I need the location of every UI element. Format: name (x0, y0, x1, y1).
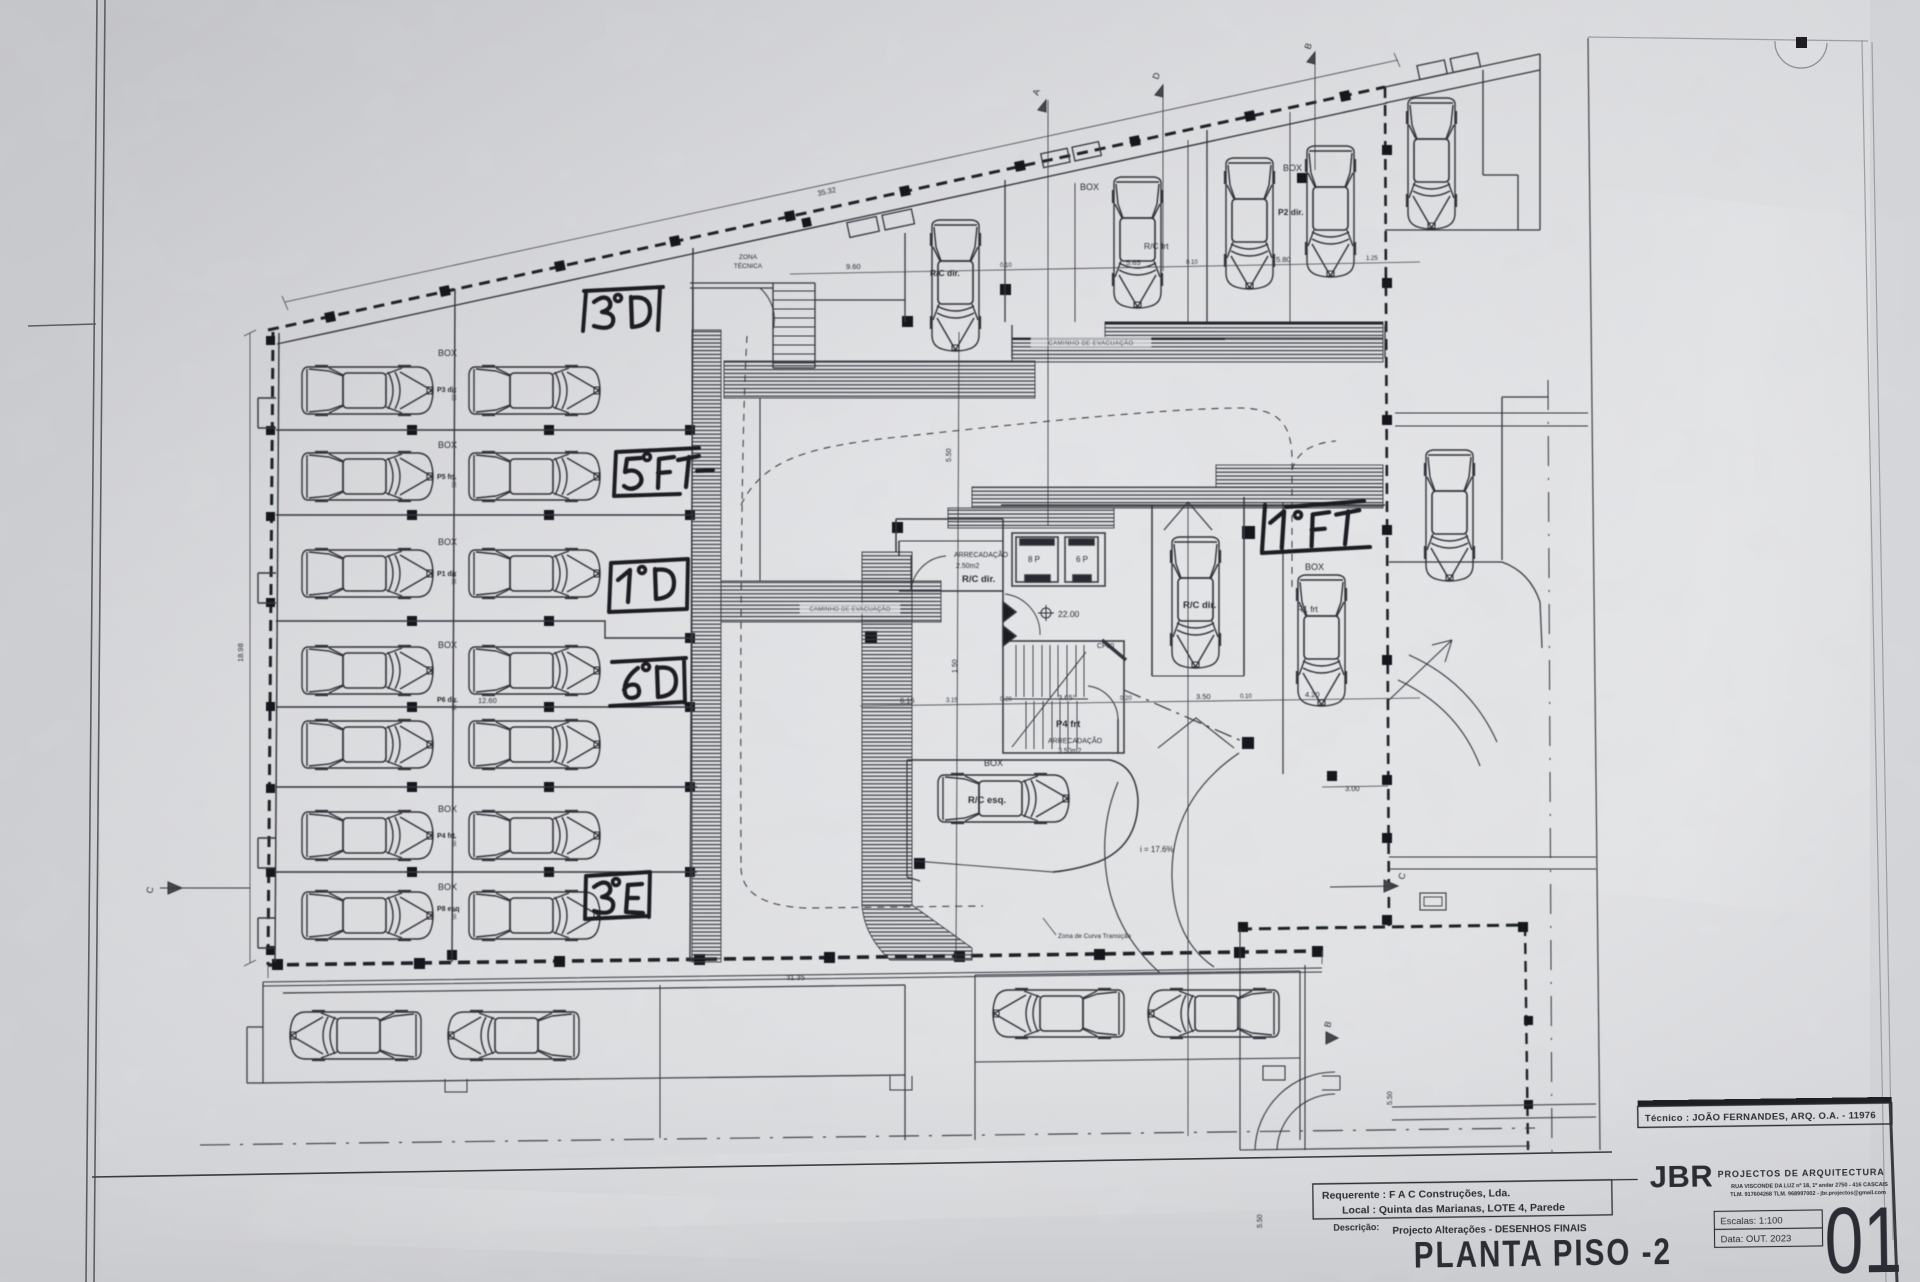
svg-text:6.15: 6.15 (900, 696, 915, 705)
svg-text:18.98: 18.98 (236, 643, 245, 662)
svg-text:Escalas: 1:100: Escalas: 1:100 (1720, 1215, 1782, 1227)
svg-text:ARRECADAÇÃO: ARRECADAÇÃO (1048, 736, 1103, 745)
svg-text:0.10: 0.10 (1000, 263, 1012, 269)
svg-text:BOX: BOX (1080, 182, 1099, 192)
svg-text:R/C dir.: R/C dir. (930, 268, 960, 278)
svg-text:Descrição:: Descrição: (1333, 1222, 1379, 1233)
svg-text:PLANTA PISO -2: PLANTA PISO -2 (1413, 1232, 1672, 1276)
svg-text:5.50: 5.50 (1257, 1214, 1264, 1228)
svg-text:0.20: 0.20 (1120, 696, 1132, 702)
svg-text:3.65°: 3.65° (1058, 693, 1076, 702)
svg-text:ARRECADAÇÃO: ARRECADAÇÃO (954, 550, 1009, 559)
svg-text:BOX: BOX (438, 882, 457, 892)
svg-text:0.10: 0.10 (1240, 694, 1252, 700)
svg-text:Data: OUT. 2023: Data: OUT. 2023 (1720, 1233, 1791, 1245)
svg-text:3.50: 3.50 (1196, 692, 1211, 701)
svg-text:P1 dir: P1 dir (437, 571, 457, 578)
svg-text:BOX: BOX (438, 348, 457, 358)
svg-text:3.05: 3.05 (450, 836, 456, 847)
svg-text:CAMINHO DE EVACUAÇÃO: CAMINHO DE EVACUAÇÃO (1048, 340, 1133, 347)
svg-text:PROJECTOS DE ARQUITECTURA: PROJECTOS DE ARQUITECTURA (1718, 1167, 1885, 1179)
svg-text:P5 frt: P5 frt (437, 474, 456, 481)
svg-text:ZONA: ZONA (739, 254, 758, 261)
svg-text:A: A (1030, 88, 1041, 97)
svg-text:C: C (144, 885, 155, 894)
svg-text:4.20: 4.20 (1305, 690, 1320, 699)
svg-text:R/C esq.: R/C esq. (968, 795, 1006, 806)
svg-text:1.50: 1.50 (952, 659, 959, 673)
svg-text:3.50m2: 3.50m2 (1058, 748, 1081, 755)
svg-text:Requerente : F A C Construçõe: Requerente : F A C Construções, Lda. (1322, 1187, 1510, 1202)
svg-text:3.05: 3.05 (450, 909, 456, 920)
svg-text:BOX: BOX (984, 758, 1003, 768)
svg-text:B: B (1302, 42, 1313, 51)
svg-text:0.10: 0.10 (1186, 260, 1198, 266)
svg-text:5.80: 5.80 (1276, 255, 1291, 264)
svg-text:3.05: 3.05 (450, 574, 456, 585)
svg-text:i = 17.6%: i = 17.6% (1140, 845, 1174, 854)
svg-text:P2 dir.: P2 dir. (1278, 207, 1304, 217)
svg-text:01: 01 (1824, 1187, 1903, 1282)
svg-text:3.15: 3.15 (946, 698, 958, 704)
svg-text:D: D (1150, 71, 1162, 81)
svg-text:R/C dir.: R/C dir. (1183, 600, 1216, 611)
svg-text:BOX: BOX (438, 804, 457, 814)
svg-text:22.00: 22.00 (1058, 609, 1080, 619)
svg-text:5.50: 5.50 (946, 448, 953, 462)
svg-text:31.35: 31.35 (786, 973, 805, 982)
svg-text:35.32: 35.32 (817, 185, 837, 198)
svg-text:RUA VISCONDE DA LUZ nº 18, 1º: RUA VISCONDE DA LUZ nº 18, 1º andar 2750… (1731, 1182, 1888, 1190)
svg-text:P6 dir.: P6 dir. (437, 697, 458, 704)
svg-text:6 P: 6 P (1076, 555, 1088, 564)
svg-text:BOX: BOX (438, 440, 457, 450)
svg-text:BOX: BOX (1283, 163, 1302, 173)
svg-text:8 P: 8 P (1028, 555, 1040, 564)
svg-text:9.60: 9.60 (846, 262, 861, 271)
svg-text:BOX: BOX (1305, 562, 1324, 572)
svg-text:CF60: CF60 (1097, 643, 1114, 650)
svg-text:CAMINHO DE EVACUAÇÃO: CAMINHO DE EVACUAÇÃO (809, 606, 890, 613)
svg-text:0.20: 0.20 (1000, 697, 1012, 703)
svg-text:R/C frt: R/C frt (1144, 241, 1169, 251)
svg-text:TÉCNICA: TÉCNICA (734, 261, 763, 270)
svg-text:3.05: 3.05 (450, 390, 456, 401)
svg-text:P8 esq: P8 esq (437, 906, 460, 913)
svg-text:Técnico : JOÃO FERNANDES, ARQ.: Técnico : JOÃO FERNANDES, ARQ. O.A. - 11… (1645, 1110, 1876, 1124)
svg-text:B: B (1322, 1020, 1333, 1028)
svg-text:Projecto Alterações - DESENHOS: Projecto Alterações - DESENHOS FINAIS (1392, 1223, 1587, 1237)
svg-text:P4 frt: P4 frt (1056, 719, 1081, 730)
svg-text:P4 frt: P4 frt (437, 833, 456, 840)
svg-text:1.25: 1.25 (1366, 256, 1378, 262)
svg-text:2.50m2: 2.50m2 (956, 563, 979, 570)
svg-text:3.05: 3.05 (450, 700, 456, 711)
svg-text:R1 frt: R1 frt (1297, 604, 1318, 614)
svg-text:Zona de Curva Transição: Zona de Curva Transição (1058, 933, 1131, 940)
svg-text:5.50: 5.50 (1387, 1091, 1394, 1105)
svg-text:3.05: 3.05 (450, 477, 456, 488)
svg-text:12.60: 12.60 (478, 696, 497, 705)
svg-text:TLM. 917604268 TLM. 968997002: TLM. 917604268 TLM. 968997002 - jbr.proj… (1730, 1190, 1886, 1198)
svg-text:BOX: BOX (438, 640, 457, 650)
svg-text:C: C (1396, 871, 1407, 880)
svg-text:3.00: 3.00 (1345, 784, 1360, 793)
svg-text:P3 dir: P3 dir (437, 387, 457, 394)
svg-text:5.65: 5.65 (1126, 258, 1141, 267)
svg-text:Local : Quinta das Marianas, L: Local : Quinta das Marianas, LOTE 4, Par… (1342, 1201, 1565, 1216)
svg-text:BOX: BOX (438, 537, 457, 547)
svg-text:JBR: JBR (1649, 1158, 1713, 1194)
svg-text:R/C dir.: R/C dir. (962, 574, 995, 585)
